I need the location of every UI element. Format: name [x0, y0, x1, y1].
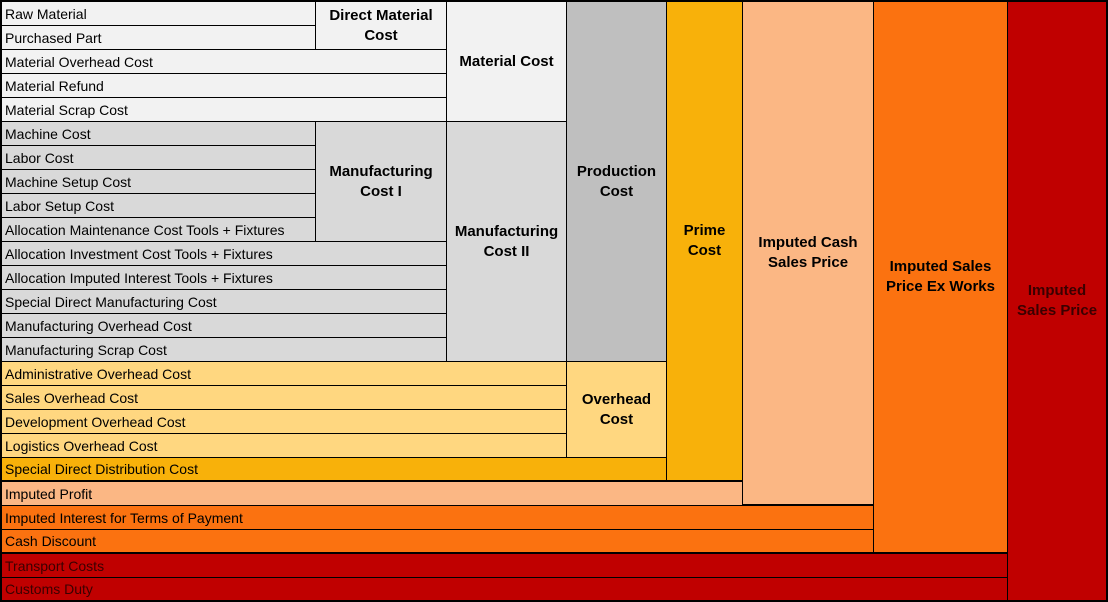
- row-development-overhead: Development Overhead Cost: [1, 409, 567, 434]
- overhead-cost-label-line2: Cost: [599, 410, 634, 428]
- production-cost-label-line1: Production: [576, 162, 657, 180]
- row-allocation-interest: Allocation Imputed Interest Tools + Fixt…: [1, 265, 447, 290]
- cash-sales-label-line1: Imputed Cash: [758, 234, 858, 251]
- cash-sales-label-line2: Sales Price: [767, 254, 849, 271]
- row-labor-cost: Labor Cost: [1, 145, 316, 170]
- manufacturing-cost-1-group: Manufacturing Cost I: [315, 121, 447, 242]
- row-allocation-maintenance: Allocation Maintenance Cost Tools + Fixt…: [1, 217, 316, 242]
- row-material-overhead-cost: Material Overhead Cost: [1, 49, 447, 74]
- manufacturing-cost-1-label-line2: Cost I: [360, 182, 402, 200]
- row-purchased-part: Purchased Part: [1, 25, 316, 50]
- production-cost-label-line2: Cost: [599, 182, 634, 200]
- row-imputed-profit: Imputed Profit: [1, 481, 743, 506]
- row-logistics-overhead: Logistics Overhead Cost: [1, 433, 567, 458]
- direct-material-cost-label-line2: Cost: [364, 26, 398, 44]
- row-customs-duty: Customs Duty: [1, 577, 1008, 601]
- row-machine-setup-cost: Machine Setup Cost: [1, 169, 316, 194]
- imputed-cash-sales-price-column: Imputed Cash Sales Price: [742, 1, 874, 505]
- prime-cost-label-line2: Cost: [687, 242, 722, 259]
- row-sales-overhead: Sales Overhead Cost: [1, 385, 567, 410]
- row-transport-costs: Transport Costs: [1, 553, 1008, 578]
- row-material-refund: Material Refund: [1, 73, 447, 98]
- material-cost-group: Material Cost: [446, 1, 567, 122]
- imputed-sales-price-ex-works-column: Imputed Sales Price Ex Works: [873, 1, 1008, 553]
- row-manufacturing-scrap: Manufacturing Scrap Cost: [1, 337, 447, 362]
- direct-material-cost-label-line1: Direct Material: [329, 6, 433, 24]
- prime-cost-column: Prime Cost: [666, 1, 743, 481]
- direct-material-cost-group: Direct Material Cost: [315, 1, 447, 50]
- material-cost-label: Material Cost: [459, 52, 554, 70]
- overhead-cost-label-line1: Overhead: [581, 390, 652, 408]
- prime-cost-label-line1: Prime: [683, 222, 726, 239]
- row-administrative-overhead: Administrative Overhead Cost: [1, 361, 567, 386]
- manufacturing-cost-2-group: Manufacturing Cost II: [446, 121, 567, 362]
- ex-works-label-line2: Price Ex Works: [886, 278, 995, 295]
- manufacturing-cost-2-label-line1: Manufacturing: [454, 222, 559, 240]
- imputed-sales-price-label-line1: Imputed: [1027, 282, 1087, 299]
- imputed-sales-price-column: Imputed Sales Price: [1007, 1, 1107, 601]
- production-cost-column: Production Cost: [566, 1, 667, 362]
- row-raw-material: Raw Material: [1, 1, 316, 26]
- ex-works-label-line1: Imputed Sales: [889, 258, 992, 275]
- overhead-cost-group: Overhead Cost: [566, 361, 667, 458]
- imputed-sales-price-label-line2: Sales Price: [1016, 302, 1098, 319]
- row-imputed-interest-terms: Imputed Interest for Terms of Payment: [1, 505, 874, 530]
- row-cash-discount: Cash Discount: [1, 529, 874, 553]
- row-special-direct-manufacturing: Special Direct Manufacturing Cost: [1, 289, 447, 314]
- manufacturing-cost-1-label-line1: Manufacturing: [329, 162, 433, 180]
- row-labor-setup-cost: Labor Setup Cost: [1, 193, 316, 218]
- row-material-scrap-cost: Material Scrap Cost: [1, 97, 447, 122]
- row-special-direct-distribution: Special Direct Distribution Cost: [1, 457, 667, 481]
- row-allocation-investment: Allocation Investment Cost Tools + Fixtu…: [1, 241, 447, 266]
- row-machine-cost: Machine Cost: [1, 121, 316, 146]
- manufacturing-cost-2-label-line2: Cost II: [483, 242, 530, 260]
- row-manufacturing-overhead: Manufacturing Overhead Cost: [1, 313, 447, 338]
